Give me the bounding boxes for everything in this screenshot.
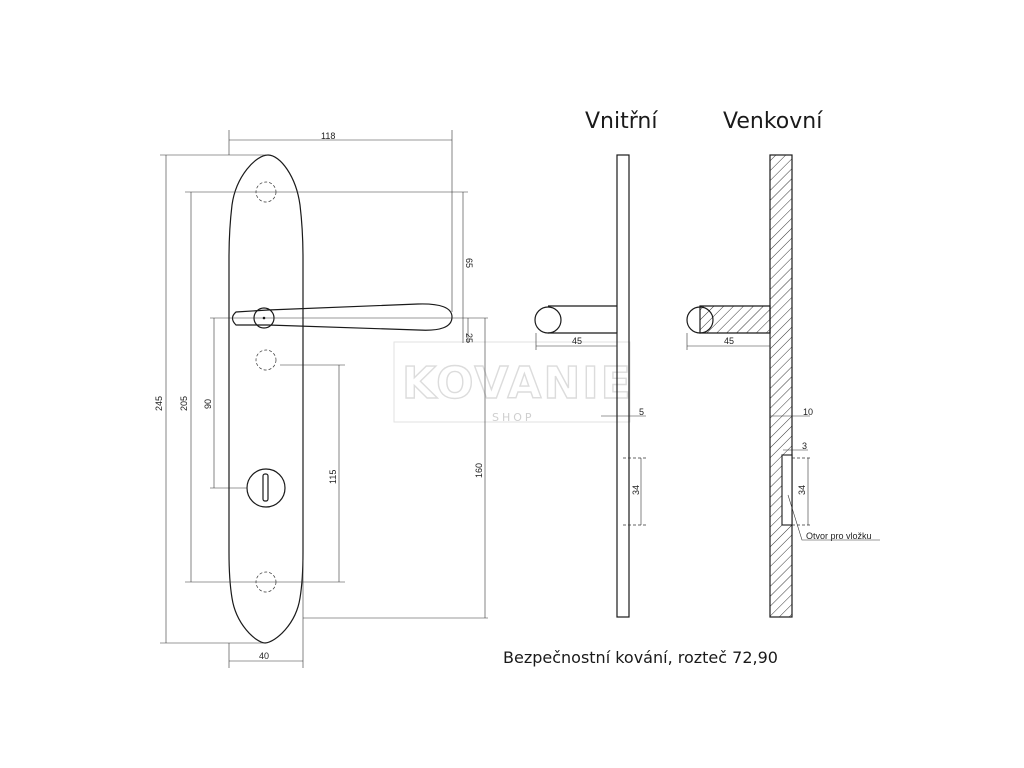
heading-outer: Venkovní (723, 109, 823, 134)
extension-lines (160, 130, 488, 668)
dim-width-bottom: 40 (259, 651, 269, 661)
dim-205: 205 (179, 396, 189, 411)
watermark-subtext: SHOP (492, 411, 535, 424)
dim-90: 90 (203, 399, 213, 409)
outer-handle-end (686, 306, 714, 334)
drawing-caption: Bezpečnostní kování, rozteč 72,90 (503, 648, 778, 667)
dim-outer-offset: 3 (802, 441, 807, 451)
cylinder-cutout (781, 454, 793, 526)
heading-inner: Vnitřní (585, 109, 658, 134)
inner-handle (548, 305, 617, 334)
dimension-lines (165, 139, 488, 662)
front-view: 118 40 245 205 90 115 160 65 25 (154, 130, 488, 668)
inner-section: Vnitřní 45 5 34 (534, 109, 658, 618)
dim-160: 160 (474, 463, 484, 478)
dim-inner-handle: 45 (572, 336, 582, 346)
dim-25: 25 (464, 333, 474, 343)
inner-handle-end (534, 306, 562, 334)
dim-outer-thickness: 10 (803, 407, 813, 417)
outer-plate (769, 154, 793, 618)
dim-total-height: 245 (154, 396, 164, 411)
lever-handle (231, 303, 453, 331)
plate-outline (228, 154, 304, 644)
inner-plate (616, 154, 630, 618)
outer-handle (699, 305, 771, 334)
dim-inner-cylinder: 34 (631, 485, 641, 495)
outer-section: Venkovní 45 10 3 34 Otvor pro vložku (686, 109, 880, 618)
dim-outer-handle: 45 (724, 336, 734, 346)
dim-outer-cylinder: 34 (797, 485, 807, 495)
dim-115: 115 (328, 470, 338, 484)
watermark-text: KOVANIE (402, 358, 633, 409)
dim-width-top: 118 (321, 131, 335, 141)
key-slot (262, 473, 269, 502)
dim-inner-thickness: 5 (639, 407, 644, 417)
dim-65: 65 (464, 258, 474, 268)
watermark: KOVANIE SHOP (393, 341, 633, 424)
screw-hole-mid (255, 349, 277, 371)
cylinder-note: Otvor pro vložku (806, 531, 872, 541)
